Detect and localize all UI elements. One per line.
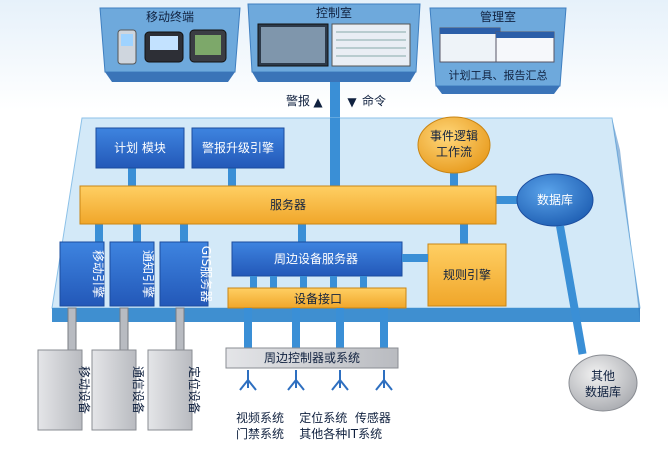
database: 数据库: [516, 173, 594, 227]
gis-server: GIS服务器: [159, 241, 214, 307]
systems-line1: 视频系统 定位系统 传感器: [236, 410, 391, 425]
management-room-panel: 管理室 计划工具、报告汇总: [429, 7, 567, 94]
interface-pipes: [250, 276, 367, 290]
rules-pipe: [402, 254, 428, 262]
peripheral-controller: 周边控制器或系统: [225, 347, 399, 369]
event-logic-workflow: 事件逻辑 工作流: [417, 116, 491, 174]
monitor-screens-icon: [257, 23, 411, 67]
platform-pipes: [95, 118, 524, 246]
management-room-label: 管理室: [480, 9, 516, 24]
mobile-device-label: 移动设备: [77, 366, 91, 414]
up-arrow-icon: ▲: [313, 95, 323, 109]
comm-device-box: 通信设备: [91, 349, 145, 431]
pda-icon: [144, 31, 184, 63]
alarm-escalation-engine: 警报升级引擎: [191, 127, 285, 169]
report-windows-icon: [439, 27, 555, 63]
comm-device-label: 通信设备: [131, 366, 145, 414]
mobile-device-box: 移动设备: [37, 349, 91, 431]
lower-pipes: [244, 308, 388, 348]
notification-engine: 通知引擎: [109, 241, 156, 307]
event-logic-line1: 事件逻辑: [430, 129, 478, 143]
down-arrow-icon: ▼: [347, 95, 357, 109]
other-database: 其他 数据库: [568, 354, 638, 412]
control-room-panel: 控制室: [247, 3, 421, 82]
peripheral-server-label: 周边设备服务器: [274, 251, 358, 266]
mobile-terminal-panel: 移动终端: [99, 7, 241, 82]
connector-fans: [239, 370, 393, 391]
database-label: 数据库: [537, 192, 573, 207]
device-interface-label: 设备接口: [294, 291, 342, 306]
positioning-device-box: 定位设备: [147, 349, 202, 431]
rules-engine-label: 规则引擎: [443, 267, 491, 282]
device-interface: 设备接口: [227, 287, 407, 309]
peripheral-server: 周边设备服务器: [231, 241, 403, 277]
other-database-line1: 其他: [591, 369, 615, 383]
db-pipe: [556, 225, 587, 355]
mobile-engine: 移动引擎: [59, 241, 106, 307]
management-caption: 计划工具、报告汇总: [449, 68, 548, 82]
notification-engine-label: 通知引擎: [141, 250, 156, 298]
peripheral-controller-label: 周边控制器或系统: [264, 351, 360, 365]
other-database-line2: 数据库: [585, 384, 621, 399]
alarm-label: 警报: [286, 93, 310, 108]
control-room-label: 控制室: [316, 5, 352, 20]
mobile-engine-label: 移动引擎: [91, 250, 106, 298]
server-label: 服务器: [270, 197, 306, 212]
planning-module-label: 计划 模块: [114, 141, 166, 155]
systems-line2: 门禁系统 其他各种IT系统: [236, 426, 382, 441]
main-pipe: [330, 82, 340, 118]
gis-server-label: GIS服务器: [199, 246, 214, 302]
handheld-screen-icon: [189, 29, 227, 63]
mobile-terminal-label: 移动终端: [146, 9, 194, 24]
mobile-phone-icon: [117, 29, 137, 65]
positioning-device-label: 定位设备: [187, 366, 202, 414]
event-logic-line2: 工作流: [436, 145, 472, 159]
server: 服务器: [79, 185, 497, 225]
command-label: 命令: [362, 93, 386, 108]
alarm-escalation-label: 警报升级引擎: [202, 140, 274, 155]
rules-engine: 规则引擎: [427, 243, 507, 307]
planning-module: 计划 模块: [95, 127, 185, 169]
